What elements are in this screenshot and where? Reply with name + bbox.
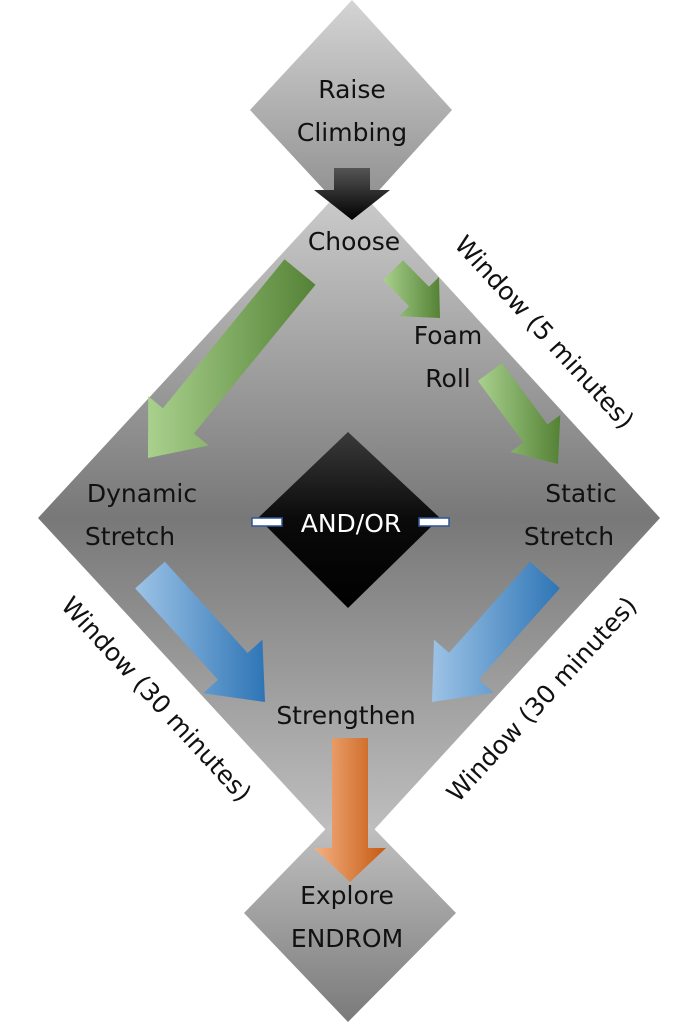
end-diamond <box>244 804 456 1022</box>
dynamic-stretch-line1: Dynamic <box>87 479 197 508</box>
and-or-label: AND/OR <box>301 509 402 538</box>
start-diamond <box>250 0 452 220</box>
end-label-line2: ENDROM <box>291 924 403 953</box>
static-stretch-line1: Static <box>545 479 616 508</box>
green-arrow-choose-to-foam <box>383 260 440 318</box>
black-arrow-raise-to-choose <box>314 168 390 220</box>
end-label-line1: Explore <box>300 881 394 910</box>
start-label-line2: Climbing <box>297 118 407 147</box>
and-or-left-connector <box>251 517 283 527</box>
blue-arrow-static-to-strengthen <box>432 561 560 702</box>
and-or-diamond <box>258 432 440 608</box>
choose-label: Choose <box>308 227 400 256</box>
foam-roll-line1: Foam <box>414 321 482 350</box>
start-label-line1: Raise <box>318 75 386 104</box>
static-stretch-line2: Stretch <box>524 522 614 551</box>
strengthen-label: Strengthen <box>276 701 415 730</box>
green-arrow-choose-to-dynamic <box>148 259 316 458</box>
foam-roll-line2: Roll <box>425 364 470 393</box>
orange-arrow-strengthen-to-explore <box>314 738 386 882</box>
dynamic-stretch-line2: Stretch <box>85 522 175 551</box>
green-arrow-foam-to-static <box>477 363 561 464</box>
blue-arrow-dynamic-to-strengthen <box>135 561 265 702</box>
and-or-right-connector <box>418 517 450 527</box>
